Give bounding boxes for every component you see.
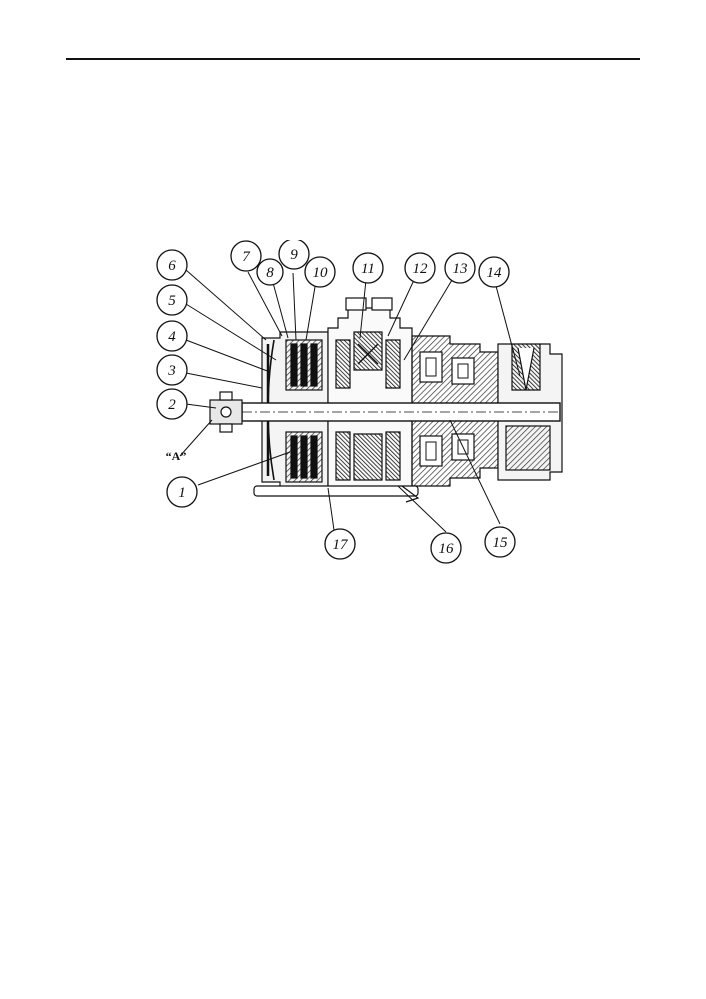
callout-16: 16 [430, 532, 462, 564]
callout-6: 6 [156, 249, 188, 281]
view-a-label: “A” [166, 449, 187, 463]
callout-3: 3 [156, 354, 188, 386]
callout-15: 15 [484, 526, 516, 558]
callout-label: 14 [487, 265, 503, 281]
leader-lines [179, 269, 521, 533]
callout-7: 7 [230, 240, 262, 272]
callout-label: 11 [361, 261, 375, 277]
callout-label: 4 [168, 329, 176, 345]
header-rule [66, 58, 640, 60]
callout-label: 9 [290, 247, 298, 263]
callout-label: 15 [493, 535, 509, 551]
callout-label: 8 [266, 265, 274, 281]
callout-1: 1 [166, 476, 198, 508]
callout-label: 6 [168, 258, 176, 274]
callout-label: 17 [333, 537, 350, 553]
callout-label: 5 [168, 293, 176, 309]
callout-label: 12 [413, 261, 429, 277]
callout-9: 9 [278, 240, 310, 270]
gearbox-cross-section-figure: 1 2 3 4 5 6 7 8 [150, 240, 570, 570]
callout-13: 13 [444, 252, 476, 284]
callout-label: 10 [313, 265, 329, 281]
housing-drawing [209, 297, 563, 503]
callout-8: 8 [256, 258, 284, 286]
callout-label: 7 [242, 249, 251, 265]
callout-10: 10 [304, 256, 336, 288]
callout-label: 1 [178, 485, 186, 501]
callout-label: 3 [167, 363, 176, 379]
callout-label: 13 [453, 261, 468, 277]
callout-5: 5 [156, 284, 188, 316]
callout-14: 14 [478, 256, 510, 288]
callout-label: 16 [439, 541, 455, 557]
callout-4: 4 [156, 320, 188, 352]
callout-2: 2 [156, 388, 188, 420]
callout-17: 17 [324, 528, 356, 560]
callout-label: 2 [168, 397, 176, 413]
callout-12: 12 [404, 252, 436, 284]
cross-section-drawing: 1 2 3 4 5 6 7 8 [156, 240, 563, 564]
callout-11: 11 [352, 252, 384, 284]
